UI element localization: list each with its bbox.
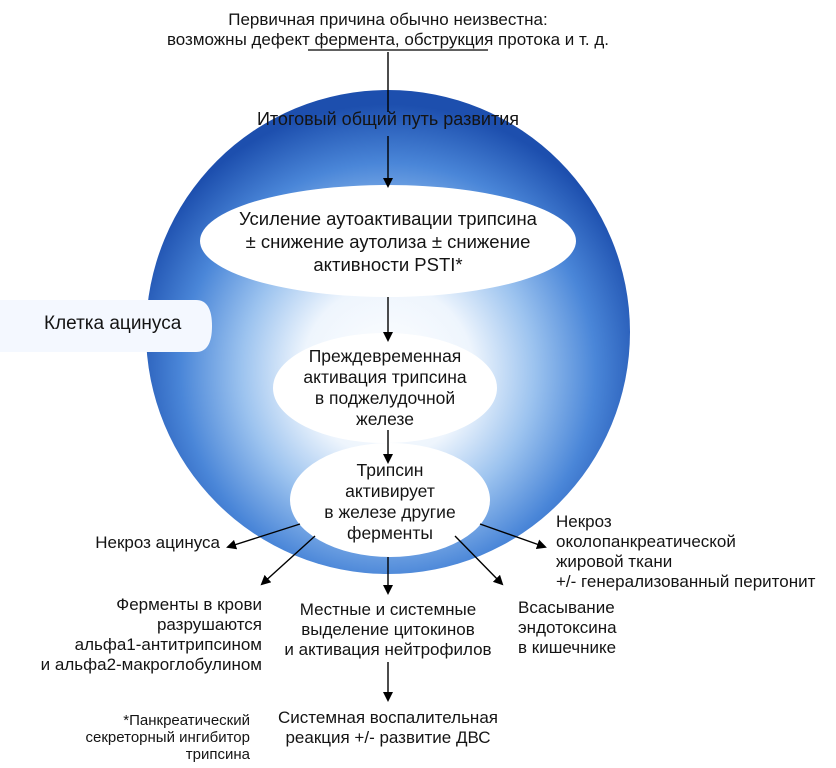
premature-activation-text: Преждевременная активация трипсина в под…: [303, 346, 467, 429]
primary-cause-text: Первичная причина обычно неизвестна: воз…: [166, 10, 610, 49]
arrow-to-enzymes-in-blood: [260, 535, 316, 586]
acinar-cell-label: Клетка ацинуса: [44, 313, 182, 334]
endotoxin-absorption-text: Всасывание эндотоксина в кишечнике: [518, 598, 617, 657]
trypsin-activates-text: Трипсин активирует в железе другие ферме…: [324, 460, 456, 543]
final-pathway-label: Итоговый общий путь развития: [256, 109, 520, 129]
acinar-necrosis-text: Некроз ацинуса: [95, 533, 220, 552]
autoactivation-text: Усиление аутоактивации трипсина ± снижен…: [239, 208, 537, 275]
acinar-cell-label-pill: [0, 300, 212, 352]
arrow-to-acinar-necrosis: [226, 523, 301, 550]
ellipse-autoactivation-shape: [200, 185, 576, 297]
local-systemic-text: Местные и системные выделение цитокинов …: [284, 600, 492, 659]
psti-footnote: *Панкреатический секреторный ингибитор т…: [85, 712, 250, 763]
enzymes-in-blood-text: Ферменты в крови разрушаются альфа1-анти…: [40, 595, 262, 674]
ellipse-premature-activation-shape: [273, 333, 497, 443]
ellipse-enzymes-shape: [290, 443, 490, 557]
arrow-to-endotoxin: [454, 535, 504, 586]
arrow-to-peripancreatic-necrosis: [479, 523, 547, 550]
peripancreatic-necrosis-text: Некроз околопанкреатической жировой ткан…: [556, 512, 816, 591]
systemic-response-text: Системная воспалительная реакция +/- раз…: [278, 708, 498, 747]
